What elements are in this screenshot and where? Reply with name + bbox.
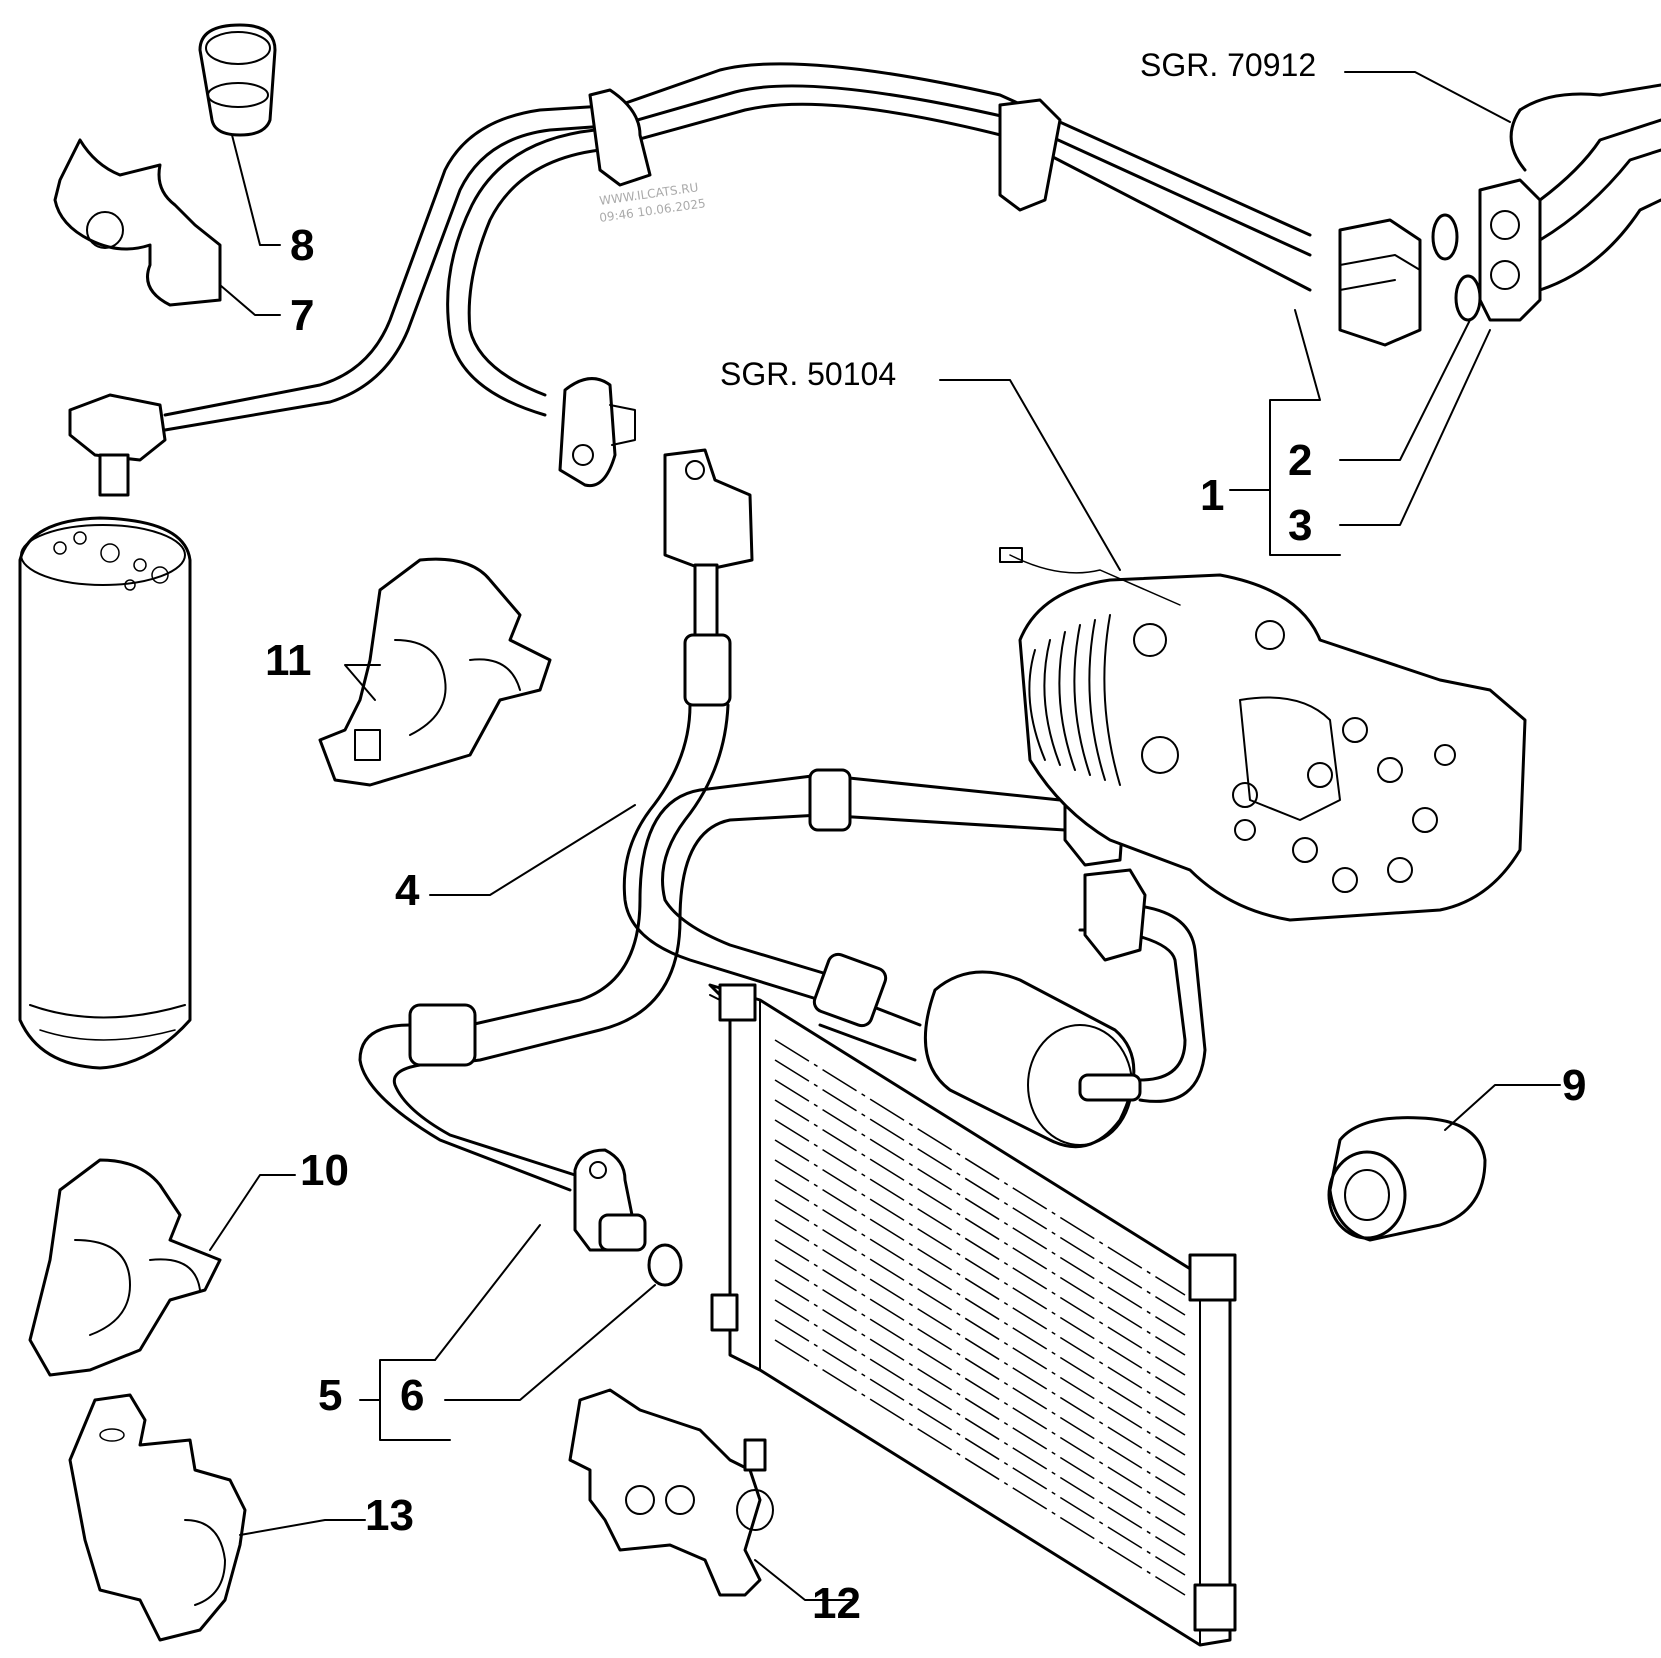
callout-6: 6: [400, 1371, 424, 1420]
clip-10[interactable]: [28, 1158, 222, 1377]
pressure-switch-12[interactable]: [568, 1388, 774, 1597]
ac-compressor[interactable]: [999, 547, 1527, 922]
clip-7[interactable]: [53, 138, 222, 307]
callout-2: 2: [1288, 436, 1312, 485]
o-ring-3[interactable]: [1454, 274, 1482, 322]
callout-3: 3: [1288, 501, 1312, 550]
condenser[interactable]: [708, 983, 1237, 1647]
receiver-drier[interactable]: [18, 516, 192, 1070]
o-ring-6[interactable]: [647, 1243, 683, 1287]
callout-12: 12: [812, 1579, 861, 1628]
callout-10: 10: [300, 1146, 349, 1195]
grommet-8[interactable]: [198, 23, 277, 137]
callout-4: 4: [395, 866, 420, 915]
bracket-13[interactable]: [68, 1393, 247, 1642]
hose-4[interactable]: [622, 448, 832, 1002]
leader-lines: [209, 71, 1561, 1601]
clip-11[interactable]: [318, 557, 552, 787]
grommet-9[interactable]: [1327, 1116, 1487, 1242]
callout-5: 5: [318, 1371, 342, 1420]
callout-1: 1: [1200, 471, 1224, 520]
callout-7: 7: [290, 291, 314, 340]
inline-muffler[interactable]: [812, 868, 1207, 1149]
callout-11: 11: [265, 636, 312, 685]
upper-hose-assembly[interactable]: [68, 62, 1422, 497]
callout-9: 9: [1562, 1061, 1586, 1110]
callout-8: 8: [290, 221, 314, 270]
sgr-reference-70912: SGR. 70912: [1140, 47, 1316, 83]
callout-13: 13: [365, 1491, 414, 1540]
bulkhead-connector: [1478, 83, 1661, 322]
sgr-reference-50104: SGR. 50104: [720, 356, 896, 392]
o-ring-2[interactable]: [1431, 213, 1459, 261]
